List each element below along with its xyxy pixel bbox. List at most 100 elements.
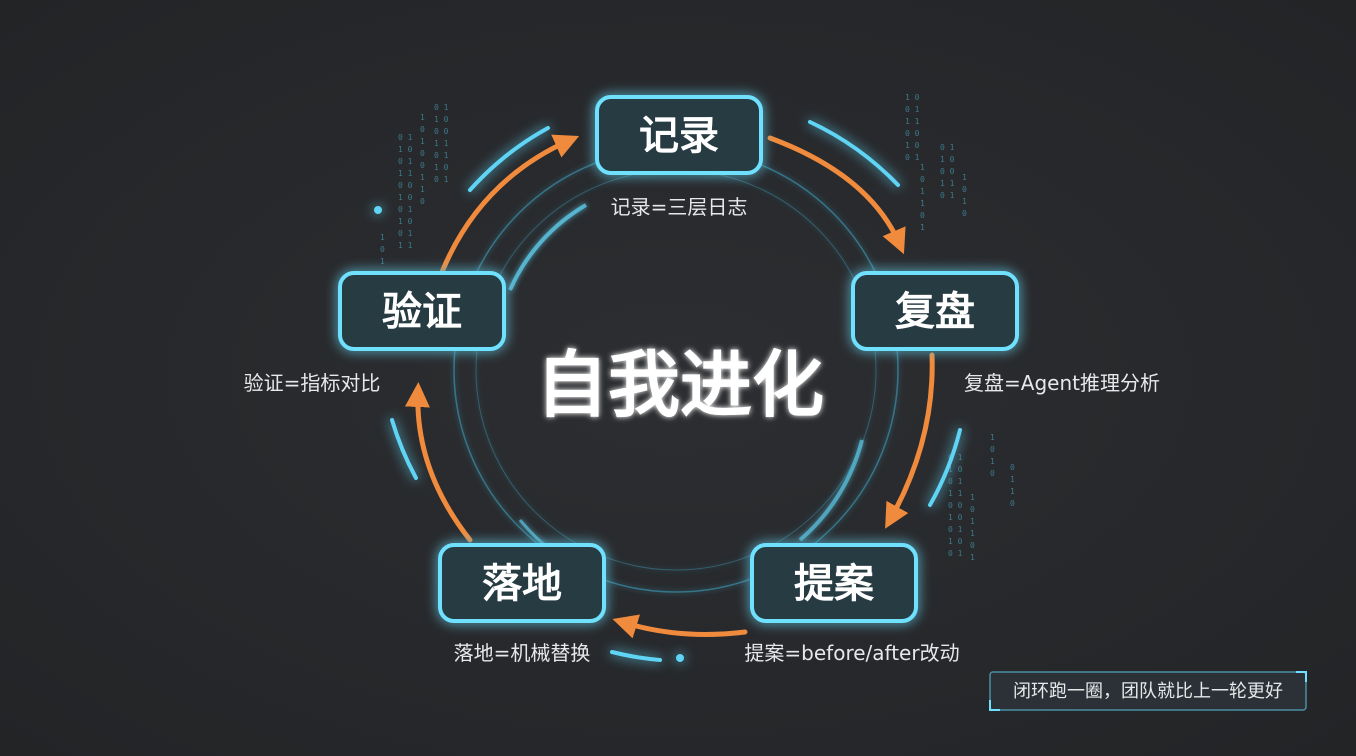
svg-text:0 1: 0 1 bbox=[948, 477, 963, 486]
svg-text:1 0: 1 0 bbox=[948, 537, 963, 546]
svg-text:1 0: 1 0 bbox=[940, 155, 955, 164]
svg-text:1: 1 bbox=[1010, 487, 1015, 496]
digital-rain-right-top: 1 00 1 1 10 0 1 00 1 10 11 01 0 11 0 0 0… bbox=[905, 93, 967, 232]
svg-text:0: 0 bbox=[420, 197, 425, 206]
svg-text:0: 0 bbox=[962, 185, 967, 194]
footnote-box: 闭环跑一圈，团队就比上一轮更好 bbox=[989, 671, 1307, 711]
svg-text:0 0: 0 0 bbox=[905, 129, 920, 138]
svg-text:1: 1 bbox=[420, 113, 425, 122]
node-propose-label: 提案 bbox=[794, 561, 875, 607]
svg-text:1 1: 1 1 bbox=[398, 241, 413, 250]
svg-text:0: 0 bbox=[420, 125, 425, 134]
node-land-caption: 落地=机械替换 bbox=[454, 641, 591, 665]
svg-text:1 0: 1 0 bbox=[434, 163, 449, 172]
svg-text:0 1: 0 1 bbox=[940, 191, 955, 200]
svg-text:0: 0 bbox=[990, 445, 995, 454]
svg-text:0 1: 0 1 bbox=[434, 175, 449, 184]
svg-text:0 1: 0 1 bbox=[434, 103, 449, 112]
svg-text:0 0: 0 0 bbox=[434, 127, 449, 136]
svg-text:1: 1 bbox=[970, 493, 975, 502]
svg-text:1 1: 1 1 bbox=[940, 179, 955, 188]
node-review-label: 复盘 bbox=[895, 289, 975, 335]
svg-text:1: 1 bbox=[380, 257, 385, 266]
svg-text:0 1: 0 1 bbox=[948, 525, 963, 534]
svg-text:0: 0 bbox=[990, 469, 995, 478]
svg-text:0 1: 0 1 bbox=[398, 229, 413, 238]
svg-text:1 0: 1 0 bbox=[905, 141, 920, 150]
svg-text:0: 0 bbox=[1010, 463, 1015, 472]
svg-text:1 0: 1 0 bbox=[398, 145, 413, 154]
svg-text:1: 1 bbox=[970, 517, 975, 526]
center-title: 自我进化 bbox=[536, 343, 824, 427]
svg-text:0 1: 0 1 bbox=[398, 157, 413, 166]
svg-text:0: 0 bbox=[380, 245, 385, 254]
arrow-land-to-verify bbox=[404, 382, 473, 543]
node-verify-caption: 验证=指标对比 bbox=[244, 371, 381, 395]
svg-text:0: 0 bbox=[920, 211, 925, 220]
svg-text:1 1: 1 1 bbox=[948, 489, 963, 498]
digital-rain-left: 0 11 0 0 11 1 0 01 0 0 11 0 0 11 1 10 10… bbox=[380, 103, 449, 266]
svg-text:0: 0 bbox=[970, 505, 975, 514]
svg-text:1: 1 bbox=[990, 457, 995, 466]
svg-text:1: 1 bbox=[380, 233, 385, 242]
svg-text:1 0: 1 0 bbox=[434, 115, 449, 124]
svg-text:0 0: 0 0 bbox=[398, 181, 413, 190]
svg-text:1: 1 bbox=[970, 529, 975, 538]
arrow-record-to-review bbox=[767, 135, 906, 255]
svg-text:1: 1 bbox=[920, 223, 925, 232]
svg-text:1 0: 1 0 bbox=[398, 217, 413, 226]
footnote-text: 闭环跑一圈，团队就比上一轮更好 bbox=[1013, 681, 1283, 702]
svg-text:1: 1 bbox=[962, 197, 967, 206]
svg-text:1: 1 bbox=[420, 137, 425, 146]
node-review-caption: 复盘=Agent推理分析 bbox=[964, 371, 1160, 395]
svg-text:1: 1 bbox=[920, 199, 925, 208]
svg-text:1 1: 1 1 bbox=[905, 117, 920, 126]
svg-text:1 1: 1 1 bbox=[398, 169, 413, 178]
digital-rain-right-bottom: 0 11 0 0 11 1 0 01 0 0 11 0 0 1 10 11 01… bbox=[948, 433, 1015, 562]
svg-text:1: 1 bbox=[970, 553, 975, 562]
svg-text:1: 1 bbox=[420, 173, 425, 182]
svg-text:0 1: 0 1 bbox=[398, 133, 413, 142]
svg-text:1: 1 bbox=[962, 173, 967, 182]
svg-text:1: 1 bbox=[420, 185, 425, 194]
svg-text:0 1: 0 1 bbox=[434, 151, 449, 160]
svg-text:1: 1 bbox=[1010, 475, 1015, 484]
svg-text:0: 0 bbox=[420, 149, 425, 158]
svg-text:1: 1 bbox=[920, 163, 925, 172]
svg-text:0: 0 bbox=[1010, 499, 1015, 508]
svg-text:1: 1 bbox=[990, 433, 995, 442]
svg-text:0: 0 bbox=[920, 175, 925, 184]
svg-text:1 0: 1 0 bbox=[948, 513, 963, 522]
svg-text:0: 0 bbox=[962, 209, 967, 218]
cycle-arrows bbox=[404, 134, 935, 639]
node-land: 落地 落地=机械替换 bbox=[438, 543, 606, 665]
svg-text:0 1: 0 1 bbox=[940, 143, 955, 152]
svg-text:1 1: 1 1 bbox=[434, 139, 449, 148]
node-review: 复盘 复盘=Agent推理分析 bbox=[851, 271, 1160, 395]
svg-text:1: 1 bbox=[920, 187, 925, 196]
svg-text:0 1: 0 1 bbox=[905, 105, 920, 114]
arrow-review-to-propose bbox=[885, 352, 935, 529]
node-propose-caption: 提案=before/after改动 bbox=[744, 641, 959, 665]
arrow-propose-to-land bbox=[612, 614, 748, 639]
svg-text:1 0: 1 0 bbox=[905, 93, 920, 102]
node-land-label: 落地 bbox=[482, 561, 562, 607]
node-verify-label: 验证 bbox=[382, 289, 462, 335]
svg-text:0 1: 0 1 bbox=[398, 205, 413, 214]
node-propose: 提案 提案=before/after改动 bbox=[744, 543, 960, 665]
svg-text:0: 0 bbox=[420, 161, 425, 170]
node-record: 记录 记录=三层日志 bbox=[595, 95, 763, 219]
svg-text:1 0: 1 0 bbox=[948, 465, 963, 474]
node-record-label: 记录 bbox=[639, 113, 719, 159]
node-record-caption: 记录=三层日志 bbox=[611, 195, 748, 219]
svg-text:1 0: 1 0 bbox=[398, 193, 413, 202]
node-verify: 验证 验证=指标对比 bbox=[244, 271, 506, 395]
svg-text:0: 0 bbox=[970, 541, 975, 550]
svg-text:0 1: 0 1 bbox=[905, 153, 920, 162]
arrow-verify-to-record bbox=[439, 134, 580, 275]
svg-text:0 0: 0 0 bbox=[940, 167, 955, 176]
svg-text:0 1: 0 1 bbox=[948, 453, 963, 462]
svg-text:0 0: 0 0 bbox=[948, 501, 963, 510]
svg-text:0 1: 0 1 bbox=[948, 549, 963, 558]
